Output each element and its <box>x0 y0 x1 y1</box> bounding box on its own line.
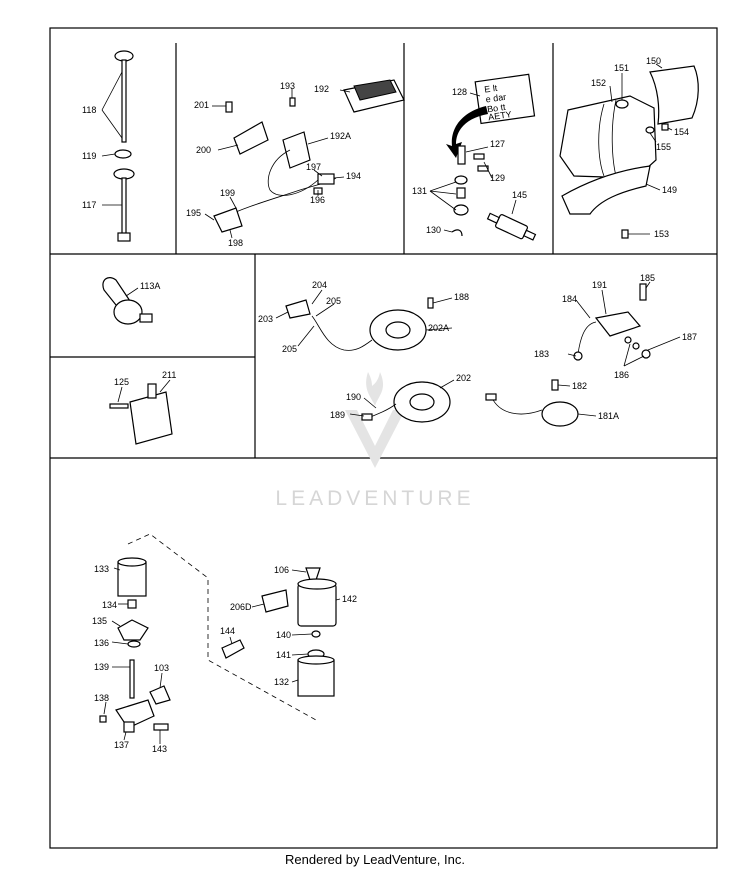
callout-149: 149 <box>662 185 677 195</box>
callout-199: 199 <box>220 188 235 198</box>
svg-text:AETY: AETY <box>488 109 513 122</box>
callout-154: 154 <box>674 127 689 137</box>
callout-182: 182 <box>572 381 587 391</box>
callout-188: 188 <box>454 292 469 302</box>
callout-133: 133 <box>94 564 109 574</box>
callout-125: 125 <box>114 377 129 387</box>
callout-127: 127 <box>490 139 505 149</box>
callout-144: 144 <box>220 626 235 636</box>
callout-206D: 206D <box>230 602 252 612</box>
callout-189: 189 <box>330 410 345 420</box>
callout-113A: 113A <box>140 281 160 291</box>
callout-129: 129 <box>490 173 505 183</box>
callout-140: 140 <box>276 630 291 640</box>
callout-197: 197 <box>306 162 321 172</box>
callout-151: 151 <box>614 63 629 73</box>
panel-oil-filter: 133 134 135 136 139 103 138 137 143 106 … <box>92 533 357 754</box>
callout-155: 155 <box>656 142 671 152</box>
callout-211: 211 <box>162 370 176 380</box>
callout-119: 119 <box>82 151 96 161</box>
safety-decal: E lt e dar Bo tt AETY <box>474 73 536 125</box>
callout-181A: 181A <box>598 411 619 421</box>
callout-201: 201 <box>194 100 209 110</box>
callout-142: 142 <box>342 594 357 604</box>
callout-143: 143 <box>152 744 167 754</box>
callout-141: 141 <box>276 650 291 660</box>
svg-text:E lt: E lt <box>484 83 499 95</box>
callout-137: 137 <box>114 740 129 750</box>
callout-185: 185 <box>640 273 655 283</box>
callout-183: 183 <box>534 349 549 359</box>
callout-200: 200 <box>196 145 211 155</box>
callout-192: 192 <box>314 84 329 94</box>
callout-204: 204 <box>312 280 327 290</box>
callout-106: 106 <box>274 565 289 575</box>
callout-152: 152 <box>591 78 606 88</box>
panel-rectifier: 201 193 192 192A 200 197 194 196 199 195… <box>186 79 405 248</box>
panel-113A: 113A <box>102 277 160 325</box>
callout-196: 196 <box>310 195 325 205</box>
panel-fuel-tank: 151 152 150 154 155 149 153 <box>559 56 699 239</box>
watermark-text: LEADVENTURE <box>275 487 474 510</box>
panel-decal: E lt e dar Bo tt AETY 128 127 129 131 <box>412 73 537 241</box>
callout-139: 139 <box>94 662 109 672</box>
callout-128: 128 <box>452 87 467 97</box>
callout-187: 187 <box>682 332 697 342</box>
callout-103: 103 <box>154 663 169 673</box>
panel-frames <box>49 27 718 849</box>
panel-211: 125 211 <box>109 370 176 445</box>
callout-186: 186 <box>614 370 629 380</box>
callout-193: 193 <box>280 81 295 91</box>
callout-132: 132 <box>274 677 289 687</box>
svg-text:e dar: e dar <box>485 92 507 105</box>
callout-202A: 202A <box>428 323 449 333</box>
callout-136: 136 <box>94 638 109 648</box>
callout-117: 117 <box>82 200 96 210</box>
svg-text:Bo tt: Bo tt <box>486 102 506 115</box>
callout-205-upper: 205 <box>326 296 341 306</box>
callout-130: 130 <box>426 225 441 235</box>
panel-stators: 204 205 203 205 188 202A 190 189 202 185… <box>258 273 697 427</box>
callout-195: 195 <box>186 208 201 218</box>
callout-192A: 192A <box>330 131 351 141</box>
callout-203: 203 <box>258 314 273 324</box>
callout-118: 118 <box>82 105 96 115</box>
callout-205-lower: 205 <box>282 344 297 354</box>
callout-135: 135 <box>92 616 107 626</box>
callout-194: 194 <box>346 171 361 181</box>
callout-138: 138 <box>94 693 109 703</box>
watermark: LEADVENTURE <box>275 372 474 510</box>
callout-202: 202 <box>456 373 471 383</box>
callout-190: 190 <box>346 392 361 402</box>
footer-credit: Rendered by LeadVenture, Inc. <box>285 852 465 867</box>
callout-198: 198 <box>228 238 243 248</box>
callout-145: 145 <box>512 190 527 200</box>
panel-dipstick: 118 119 117 <box>82 50 135 242</box>
callout-153: 153 <box>654 229 669 239</box>
callout-150: 150 <box>646 56 661 66</box>
callout-184: 184 <box>562 294 577 304</box>
callout-131: 131 <box>412 186 427 196</box>
callout-134: 134 <box>102 600 117 610</box>
callout-191: 191 <box>592 280 607 290</box>
